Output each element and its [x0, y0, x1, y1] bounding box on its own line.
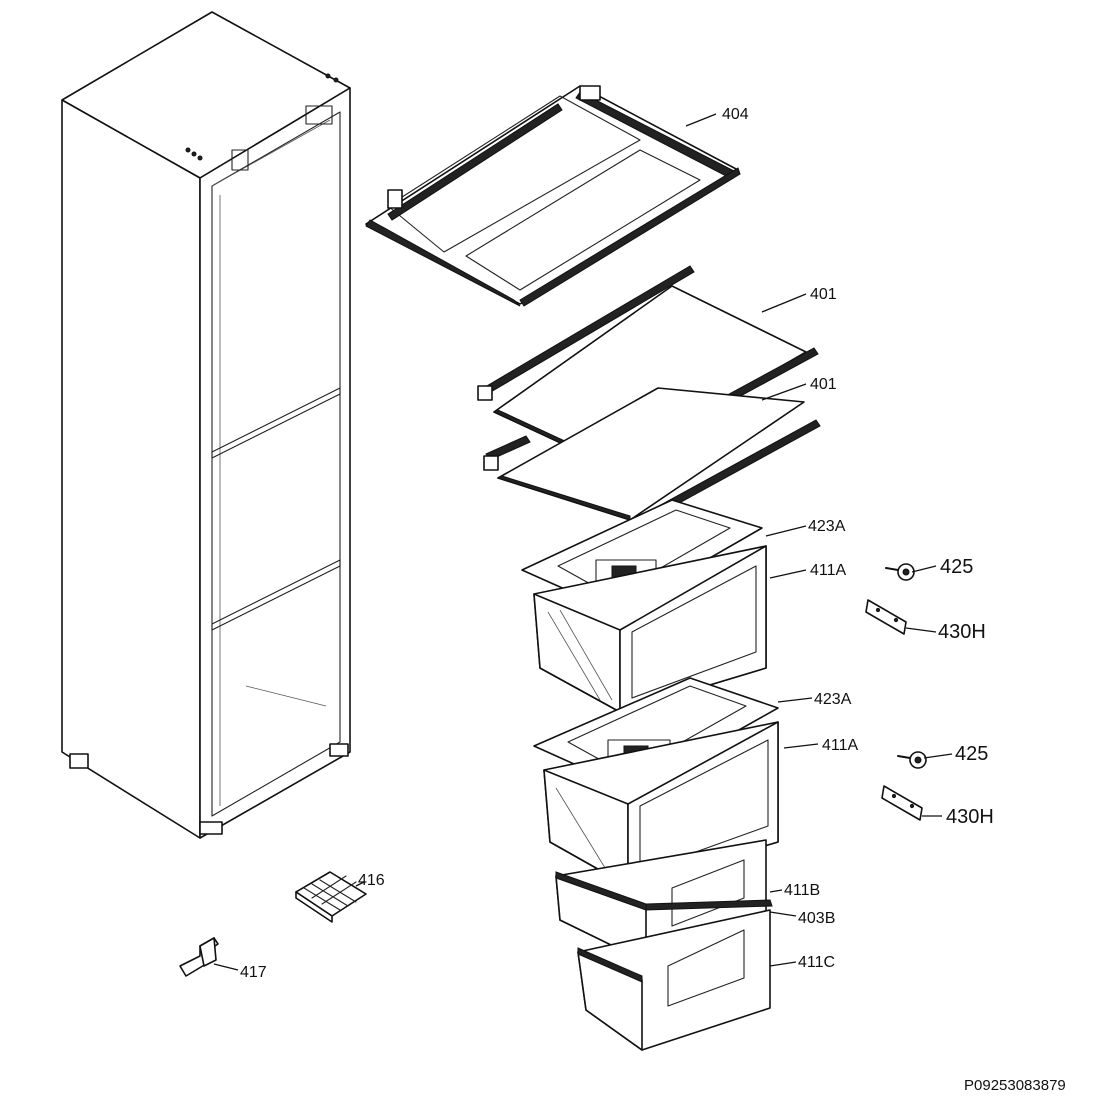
label-411a-upper: 411A — [810, 562, 847, 579]
clip-417 — [179, 937, 219, 977]
label-401-upper: 401 — [810, 286, 837, 303]
ice-tray-416 — [295, 871, 367, 923]
label-417: 417 — [240, 964, 267, 981]
label-430h-lower: 430H — [946, 806, 994, 828]
label-423a-upper: 423A — [808, 518, 846, 535]
label-425-upper: 425 — [940, 556, 973, 578]
leader-lines — [213, 113, 953, 971]
label-411c: 411C — [798, 954, 835, 971]
bracket-430h-upper — [865, 599, 907, 635]
drawing-code: P09253083879 — [964, 1077, 1066, 1094]
label-423a-lower: 423A — [814, 691, 852, 708]
hinge-425-upper — [885, 563, 915, 581]
freezer-drawer-411c — [577, 909, 771, 1051]
shelf-assembly-404 — [365, 85, 741, 307]
fridge-cabinet — [61, 11, 351, 839]
label-430h-upper: 430H — [938, 621, 986, 643]
label-416: 416 — [358, 872, 385, 889]
label-411a-lower: 411A — [822, 737, 859, 754]
label-403b: 403B — [798, 910, 835, 927]
label-404: 404 — [722, 106, 749, 123]
label-411b: 411B — [784, 882, 820, 899]
label-401-lower: 401 — [810, 376, 837, 393]
label-425-lower: 425 — [955, 743, 988, 765]
hinge-425-lower — [897, 751, 927, 769]
bracket-430h-lower — [881, 785, 923, 821]
